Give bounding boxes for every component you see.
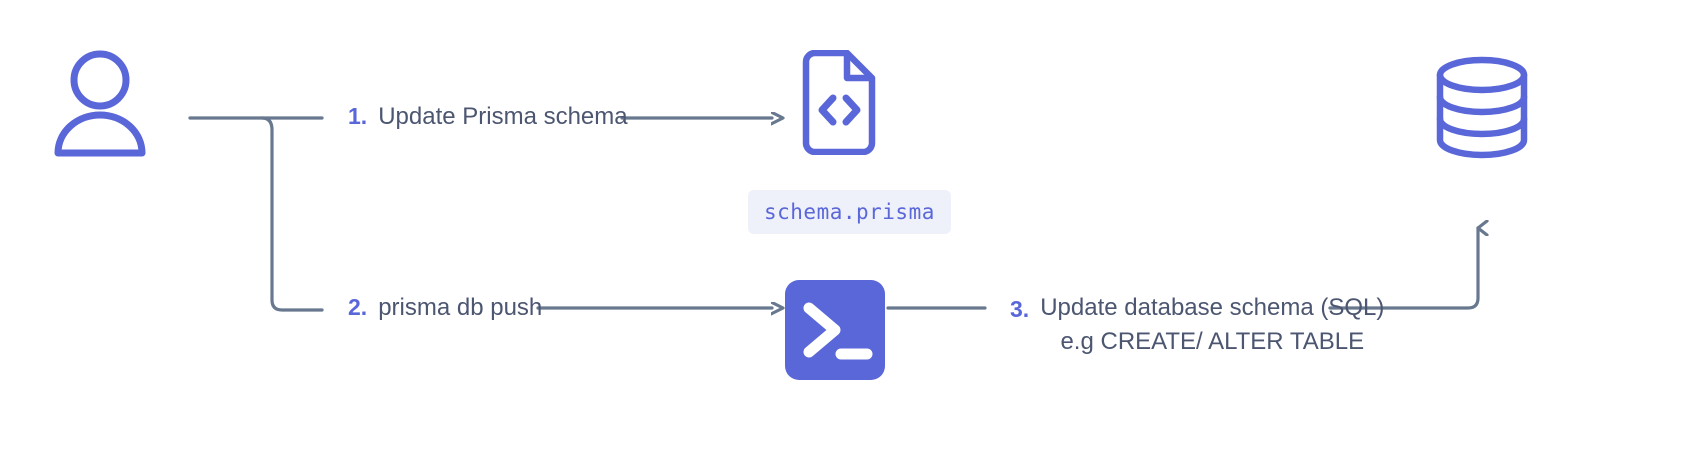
step-1-number: 1. <box>348 103 368 129</box>
step-2-text: prisma db push <box>378 294 543 321</box>
terminal-icon <box>785 280 885 380</box>
wire-step3-to-database <box>1328 228 1478 310</box>
database-icon <box>1432 55 1532 160</box>
wire-branch-down <box>260 116 324 312</box>
step-2-number: 2. <box>348 294 368 320</box>
step-1-label: 1. Update Prisma schema <box>348 103 628 131</box>
step-3-text-line2: e.g CREATE/ ALTER TABLE <box>1060 328 1365 355</box>
step-3-label: 3. Update database schema (SQL) e.g CREA… <box>1010 294 1384 356</box>
step-3-text: Update database schema (SQL) e.g CREATE/… <box>1040 294 1384 356</box>
step-3-text-line1: Update database schema (SQL) <box>1040 294 1385 321</box>
step-2-label: 2. prisma db push <box>348 294 542 322</box>
step-1-text: Update Prisma schema <box>378 103 628 130</box>
file-code-icon <box>800 49 878 156</box>
step-3-number: 3. <box>1010 296 1030 322</box>
user-icon <box>50 48 150 158</box>
code-badge: schema.prisma <box>748 190 951 234</box>
